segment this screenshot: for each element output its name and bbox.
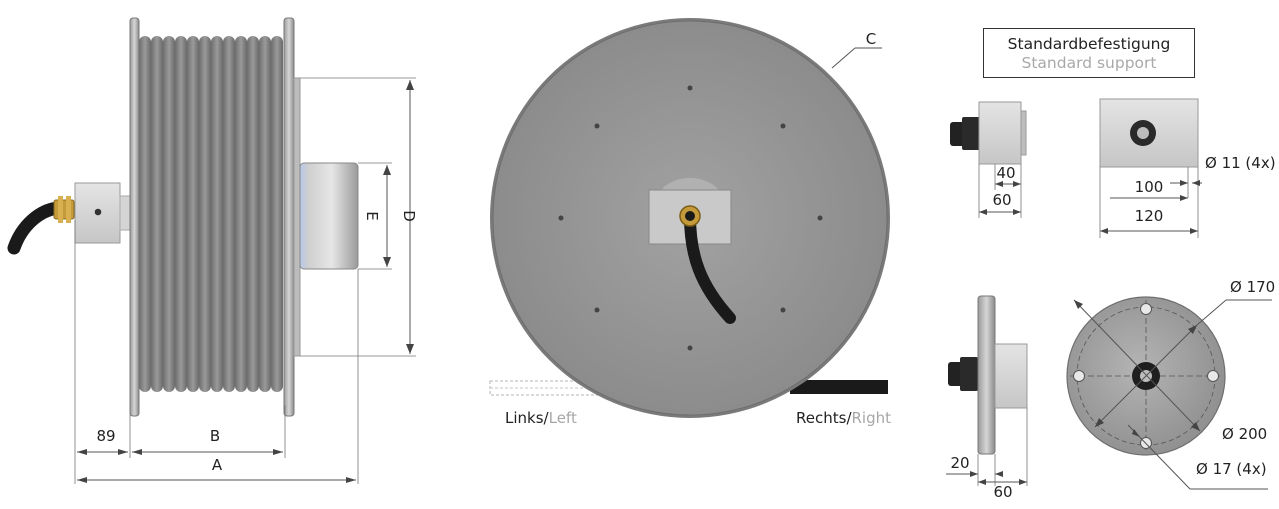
flange-block	[994, 343, 1028, 409]
dim-d-label: D	[400, 210, 418, 222]
flange-diameter-label: Ø 200	[1222, 425, 1267, 443]
support-side-60-label: 60	[992, 191, 1011, 209]
dim-b-label: B	[210, 427, 220, 445]
front-view: C Links/Left Rechts/Right	[489, 18, 891, 427]
dim-e-label: E	[363, 211, 381, 220]
support-side-40-label: 40	[996, 164, 1015, 182]
hose-coils	[139, 36, 283, 392]
support-front-100-label: 100	[1135, 178, 1164, 196]
flange-20-label: 20	[950, 454, 969, 472]
flange-front-view: Ø 170 Ø 200 Ø 17 (4x)	[1066, 278, 1275, 490]
support-front-120-label: 120	[1135, 207, 1164, 225]
disc-bolt-holes	[558, 85, 823, 351]
flange-side-view: 20 60	[946, 295, 1028, 501]
right-direction-label: Rechts/Right	[796, 409, 891, 427]
right-flange	[283, 17, 295, 417]
standard-support-title-box: Standardbefestigung Standard support	[983, 28, 1195, 78]
hose-inlet	[7, 201, 65, 255]
support-block-side-view: 40 60	[950, 101, 1027, 218]
support-title-de: Standardbefestigung	[1007, 35, 1171, 53]
drive-hub	[299, 162, 359, 270]
support-title-en: Standard support	[1021, 54, 1157, 72]
flange-mounting-holes	[1073, 303, 1219, 449]
flange-plate	[977, 295, 996, 455]
left-direction-label: Links/Left	[505, 409, 577, 427]
flange-pcd-label: Ø 170	[1230, 278, 1275, 296]
support-holes-11-label: Ø 11 (4x)	[1205, 154, 1276, 172]
dim-89-label: 89	[96, 427, 115, 445]
center-hose	[684, 210, 736, 324]
dim-c-label: C	[866, 30, 876, 48]
dim-a-label: A	[212, 456, 223, 474]
flange-60-label: 60	[993, 483, 1012, 501]
flange-holes-label: Ø 17 (4x)	[1196, 460, 1267, 478]
side-view: D E 89 B A	[7, 17, 418, 484]
support-block-front-view: Ø 11 (4x) 100 120	[1099, 98, 1276, 238]
left-flange	[129, 17, 140, 417]
right-outlet-hose	[790, 380, 888, 394]
support-block	[978, 101, 1022, 165]
